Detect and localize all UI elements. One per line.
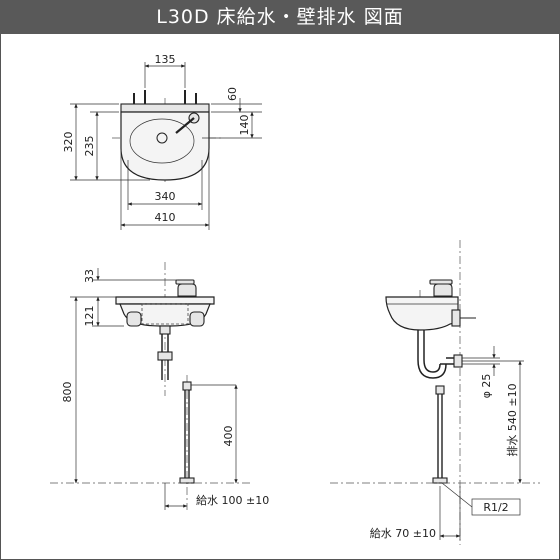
thread-label-box (471, 498, 521, 516)
dim-400: 400 (222, 426, 235, 447)
side-faucet (433, 283, 453, 297)
side-basin (385, 296, 459, 331)
top-back-flange (120, 103, 210, 113)
dim-33: 33 (83, 269, 96, 283)
dim-235: 235 (83, 136, 96, 157)
dim-340: 340 (155, 190, 176, 203)
top-basin-outline (120, 111, 210, 181)
dim-135: 135 (155, 53, 176, 66)
top-drain-hole (156, 132, 168, 144)
dim-140: 140 (238, 115, 251, 136)
front-bracket-right (189, 311, 205, 327)
front-faucet (177, 283, 197, 297)
dim-supply-100: 給水 100 ±10 (196, 493, 269, 507)
front-basin-rim (115, 296, 215, 305)
dim-410: 410 (155, 211, 176, 224)
side-view: φ 25 排水 540 ±10 R1/2 給水 70 ±10 (330, 240, 540, 545)
dim-60: 60 (226, 87, 239, 101)
top-bowl (129, 118, 195, 164)
front-view: 33 121 800 400 給水 100 ±10 (50, 262, 269, 510)
dim-drain-540: 排水 540 ±10 (505, 383, 519, 456)
top-view: 135 60 140 320 235 340 410 (62, 53, 262, 230)
front-bracket-left (126, 311, 142, 327)
dim-supply-70: 給水 70 ±10 (370, 526, 436, 540)
dim-800: 800 (61, 382, 74, 403)
dim-320: 320 (62, 132, 75, 153)
dim-thread: R1/2 (483, 501, 508, 514)
dim-phi-25: φ 25 (480, 374, 493, 399)
dim-121: 121 (83, 306, 96, 327)
title-bar: L30D 床給水・壁排水 図面 (0, 0, 560, 34)
drawing-title: L30D 床給水・壁排水 図面 (156, 6, 404, 28)
